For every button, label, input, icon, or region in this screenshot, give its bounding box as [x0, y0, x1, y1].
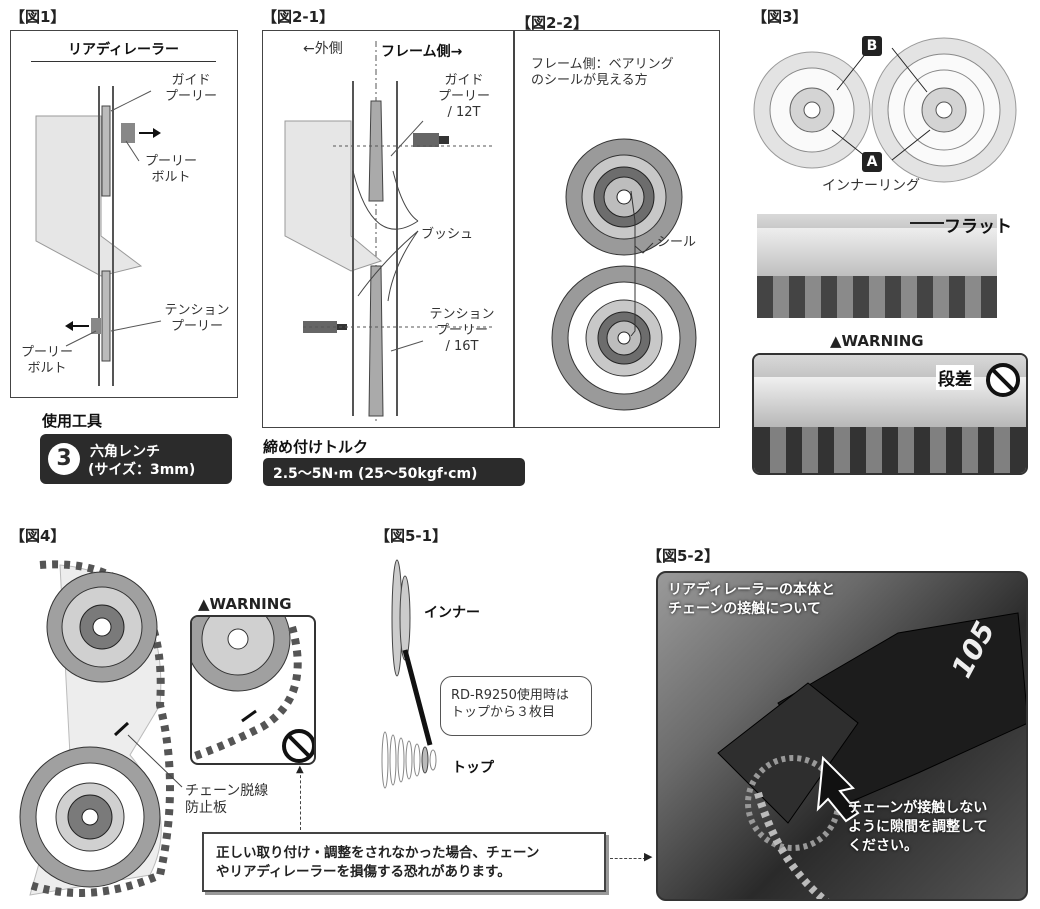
fig2-frame-side: フレーム側→: [381, 44, 463, 60]
fig1-header: リアディレーラー: [67, 42, 180, 58]
prohibited-icon: [282, 729, 314, 763]
derailleur-photo-shapes: [717, 612, 1026, 899]
fig1-title: 【図1】: [10, 8, 66, 26]
inner-ring-label: インナーリング: [822, 178, 920, 194]
tension-pulley-16t-icon: [551, 265, 697, 411]
fig4-dashed-leader: [300, 770, 301, 830]
chain-contact-detail: [192, 617, 302, 761]
flat-label: フラット: [944, 217, 1012, 237]
flat-photo: [757, 214, 997, 318]
fig2-panel: ←外側 フレーム側→: [262, 30, 720, 428]
fig2-1-title: 【図2-1】: [262, 8, 335, 26]
speech-bubble: RD-R9250使用時はトップから３枚目: [440, 676, 592, 736]
chain-guard-diagram: [19, 560, 183, 897]
warning-triangle-icon: ▲: [830, 332, 842, 350]
label-b-badge: B: [862, 36, 882, 56]
fig4-title: 【図4】: [10, 527, 66, 545]
fig3-title: 【図3】: [752, 8, 808, 26]
flat-leader: [910, 222, 944, 224]
fig2-outer-side: ←外側: [303, 41, 343, 57]
pulley-cross-section-diagram: [284, 41, 697, 421]
label-a-badge: A: [862, 152, 882, 172]
fig1-tension-pulley-label: テンションプーリー: [164, 303, 230, 334]
torque-value: 2.5～5N·m (25～50kgf·cm): [273, 466, 478, 482]
fig2-2-seal-label: シール: [657, 235, 697, 250]
top-label: トップ: [452, 760, 494, 776]
fig5-2-caption: リアディレーラーの本体とチェーンの接触について: [668, 582, 836, 617]
torque-heading: 締め付けトルク: [263, 438, 369, 456]
tools-line2: (サイズ：3mm): [88, 462, 196, 478]
fig2-divider: [513, 31, 515, 427]
fig2-guide-pulley-label: ガイドプーリー/ 12T: [437, 73, 490, 120]
fig4-warning-box: [190, 615, 316, 765]
leader-arrow-right-icon: ▶: [644, 850, 653, 863]
step-label: 段差: [936, 365, 974, 390]
fig3-warning-title: ▲WARNING: [830, 332, 924, 350]
fig5-2-title: 【図5-2】: [647, 547, 720, 565]
fig3-warning-box: 段差: [752, 353, 1028, 475]
fig1-header-rule: [31, 61, 216, 62]
hex-wrench-size-icon: 3: [48, 443, 80, 475]
derailleur-diagram: [35, 86, 162, 386]
inner-label: インナー: [424, 605, 480, 621]
fig1-pulley-bolt-bottom-label: プーリーボルト: [20, 345, 73, 376]
fig2-bush-label: ブッシュ: [421, 227, 474, 242]
chain-guard-label: チェーン脱線防止板: [185, 783, 269, 816]
fig2-2-note: フレーム側：ベアリングのシールが見える方: [531, 57, 674, 88]
fig5-2-note: チェーンが接触しないように隙間を調整してください。: [848, 800, 988, 854]
tools-badge: 3 六角レンチ (サイズ：3mm): [40, 434, 232, 484]
derailleur-photo: 105 リアディレーラーの本体とチェーンの接触について チェーンが接触しないよう…: [656, 571, 1028, 901]
guide-pulley-12t-icon: [565, 138, 683, 256]
bubble-text: RD-R9250使用時はトップから３枚目: [451, 688, 569, 720]
inner-ring-diagram: [753, 37, 1017, 183]
torque-badge: 2.5～5N·m (25～50kgf·cm): [263, 458, 525, 486]
fig4-warning-title: ▲WARNING: [198, 595, 292, 613]
fig1-panel: リアディレーラー ガイドプーリー プーリーボルト テンションプーリー プーリーボ…: [10, 30, 238, 398]
caution-notice-text: 正しい取り付け・調整をされなかった場合、チェーンやリアディレーラーを損傷する恐れ…: [216, 845, 540, 880]
fig2-2-title: 【図2-2】: [516, 14, 589, 32]
fig2-tension-pulley-label: テンションプーリー/ 16T: [429, 307, 495, 354]
leader-arrow-up-icon: ▲: [296, 764, 304, 775]
fig5-1-title: 【図5-1】: [375, 527, 448, 545]
fig1-pulley-bolt-top-label: プーリーボルト: [144, 154, 197, 185]
notice-dashed-leader: [610, 858, 646, 859]
fig1-guide-pulley-label: ガイドプーリー: [164, 73, 217, 104]
tools-heading: 使用工具: [42, 412, 103, 430]
sprocket-position-diagram: [381, 559, 437, 789]
tools-line1: 六角レンチ: [90, 444, 160, 460]
prohibited-icon: [986, 363, 1020, 397]
warning-triangle-icon: ▲: [198, 595, 210, 613]
caution-notice-box: 正しい取り付け・調整をされなかった場合、チェーンやリアディレーラーを損傷する恐れ…: [202, 832, 606, 892]
